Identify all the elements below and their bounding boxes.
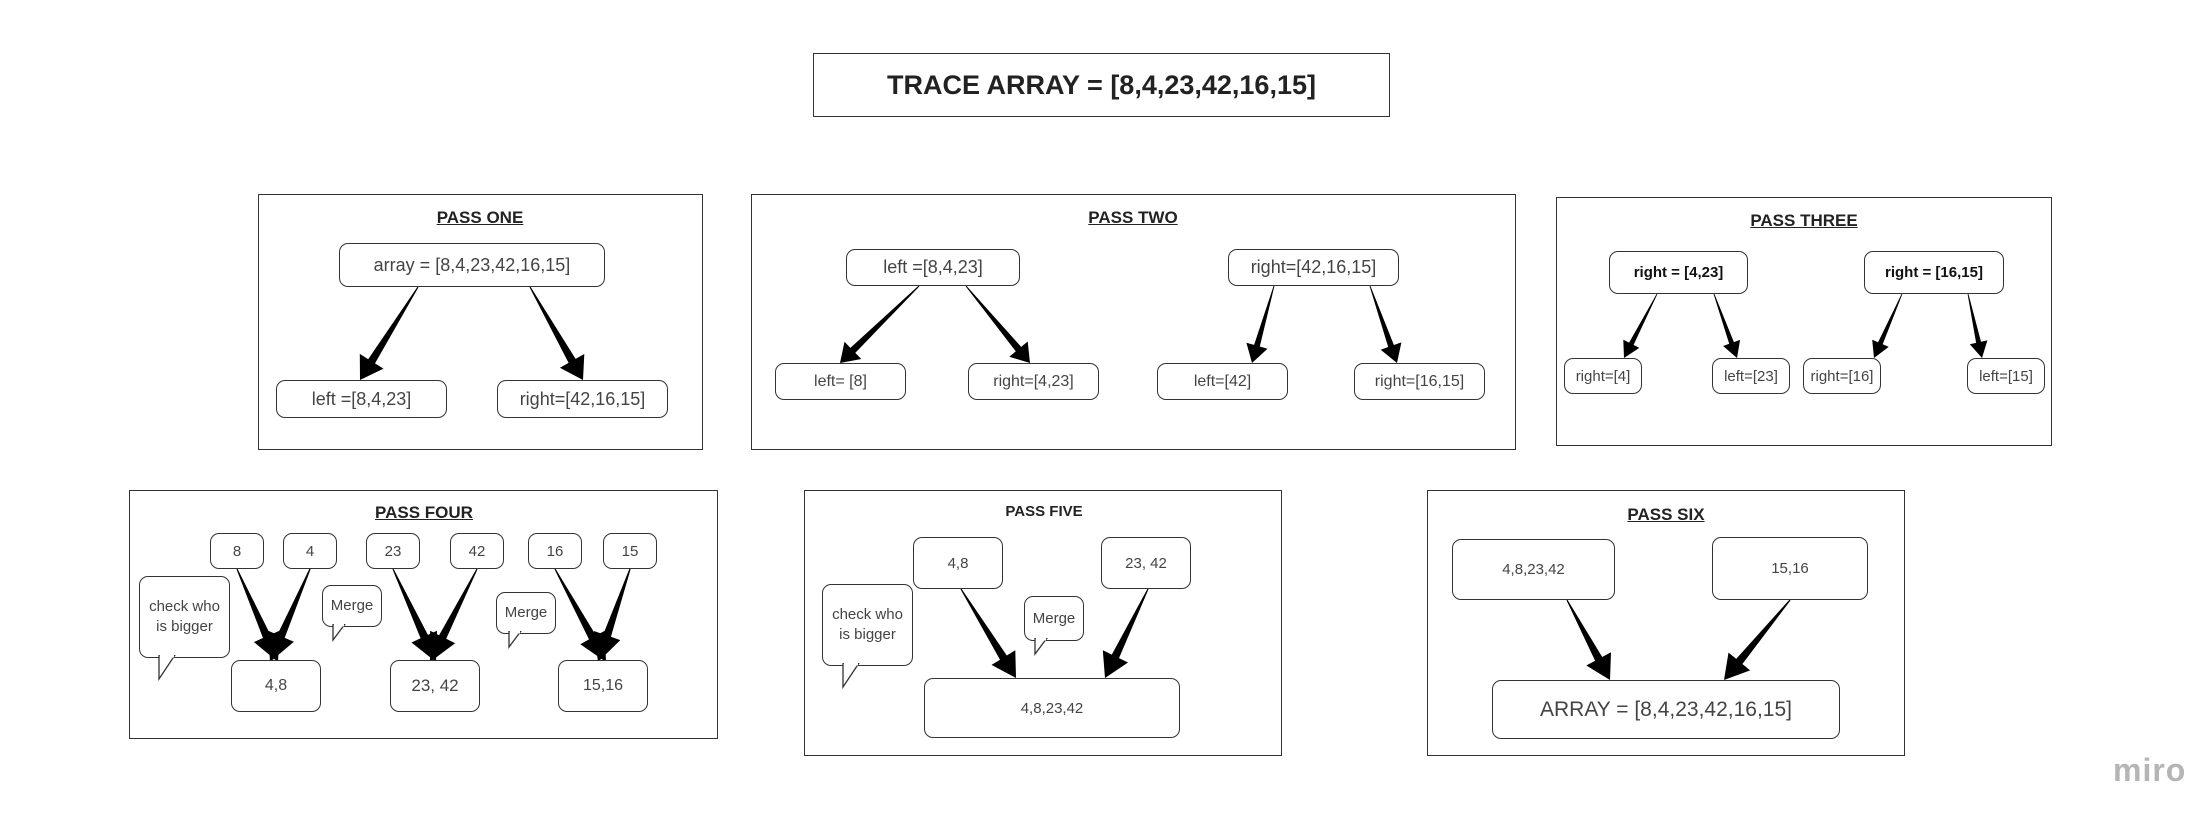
pass-five-check-bubble-tail — [842, 663, 860, 689]
pass-five-check-bubble: check who is bigger — [822, 584, 913, 666]
pass-three-a-left-node: right=[4] — [1564, 358, 1642, 394]
pass-three-frame — [1556, 197, 2052, 446]
pass-three-b-left-node: right=[16] — [1803, 358, 1881, 394]
pass-five-a-node: 4,8 — [913, 537, 1003, 589]
pass-three-b-right-node: left=[15] — [1967, 358, 2045, 394]
arrow-p4-4 — [268, 568, 311, 662]
pass-six-result-node: ARRAY = [8,4,23,42,16,15] — [1492, 680, 1840, 739]
pass-five-title: PASS FIVE — [1005, 503, 1083, 520]
arrow-p2-rr — [1369, 285, 1402, 363]
pass-one-root-node: array = [8,4,23,42,16,15] — [339, 243, 605, 287]
pass-four-result-4-8: 4,8 — [231, 660, 321, 712]
pass-one-left-node: left =[8,4,23] — [276, 380, 447, 418]
arrow-p3-ar — [1713, 293, 1741, 358]
pass-two-frame — [751, 194, 1516, 450]
pass-four-merge-bubble-1: Merge — [322, 585, 382, 627]
pass-four-check-bubble: check who is bigger — [139, 576, 230, 658]
pass-four-leaf-23: 23 — [366, 533, 420, 569]
pass-four-merge-bubble-1-tail — [332, 624, 346, 642]
pass-four-leaf-4: 4 — [283, 533, 337, 569]
pass-five-merge-bubble-tail — [1034, 638, 1048, 656]
pass-three-b-node: right = [16,15] — [1864, 251, 2004, 294]
arrow-p3-al — [1623, 293, 1658, 358]
main-title: TRACE ARRAY = [8,4,23,42,16,15] — [813, 53, 1390, 117]
pass-one-right-node: right=[42,16,15] — [497, 380, 668, 418]
pass-five-result-node: 4,8,23,42 — [924, 678, 1180, 738]
arrow-p4-42 — [430, 568, 478, 662]
pass-two-left-left-node: left= [8] — [775, 363, 906, 400]
pass-four-merge-bubble-2: Merge — [496, 592, 556, 634]
pass-six-a-node: 4,8,23,42 — [1452, 539, 1615, 600]
pass-four-leaf-15: 15 — [603, 533, 657, 569]
pass-two-right-left-node: left=[42] — [1157, 363, 1288, 400]
pass-five-merge-bubble: Merge — [1024, 596, 1084, 641]
arrow-p2-lr — [965, 285, 1030, 363]
pass-two-right-right-node: right=[16,15] — [1354, 363, 1485, 400]
pass-four-leaf-8: 8 — [210, 533, 264, 569]
arrow-p6-a — [1566, 599, 1611, 680]
pass-three-a-right-node: left=[23] — [1712, 358, 1790, 394]
arrow-p3-bl — [1872, 293, 1903, 358]
pass-four-leaf-42: 42 — [450, 533, 504, 569]
pass-six-title: PASS SIX — [1627, 505, 1705, 524]
pass-one-title: PASS ONE — [436, 208, 524, 227]
arrow-p3-br — [1967, 293, 1988, 358]
pass-four-leaf-16: 16 — [528, 533, 582, 569]
pass-two-left-node: left =[8,4,23] — [846, 249, 1020, 286]
arrow-p4-15 — [593, 568, 631, 662]
pass-six-b-node: 15,16 — [1712, 537, 1868, 600]
arrow-p5-a — [960, 588, 1016, 678]
pass-three-a-node: right = [4,23] — [1609, 251, 1748, 294]
pass-two-right-node: right=[42,16,15] — [1228, 249, 1399, 286]
arrow-p4-16 — [554, 568, 606, 662]
arrow-p4-23 — [392, 568, 437, 662]
arrow-p2-rl — [1246, 285, 1275, 363]
pass-five-b-node: 23, 42 — [1101, 537, 1191, 589]
arrow-p1-right — [529, 286, 585, 380]
arrow-p2-ll — [840, 285, 920, 363]
pass-four-merge-bubble-2-tail — [508, 631, 522, 649]
arrow-p5-b — [1102, 588, 1149, 678]
pass-two-title: PASS TWO — [1088, 208, 1178, 227]
pass-four-title: PASS FOUR — [375, 503, 473, 522]
pass-four-check-bubble-tail — [158, 655, 176, 681]
pass-four-result-15-16: 15,16 — [558, 660, 648, 712]
pass-two-left-right-node: right=[4,23] — [968, 363, 1099, 400]
arrow-p6-b — [1724, 599, 1791, 680]
miro-watermark: miro — [2113, 752, 2187, 788]
pass-three-title: PASS THREE — [1750, 211, 1858, 230]
arrow-p1-left — [359, 286, 419, 380]
pass-four-result-23-42: 23, 42 — [390, 660, 480, 712]
